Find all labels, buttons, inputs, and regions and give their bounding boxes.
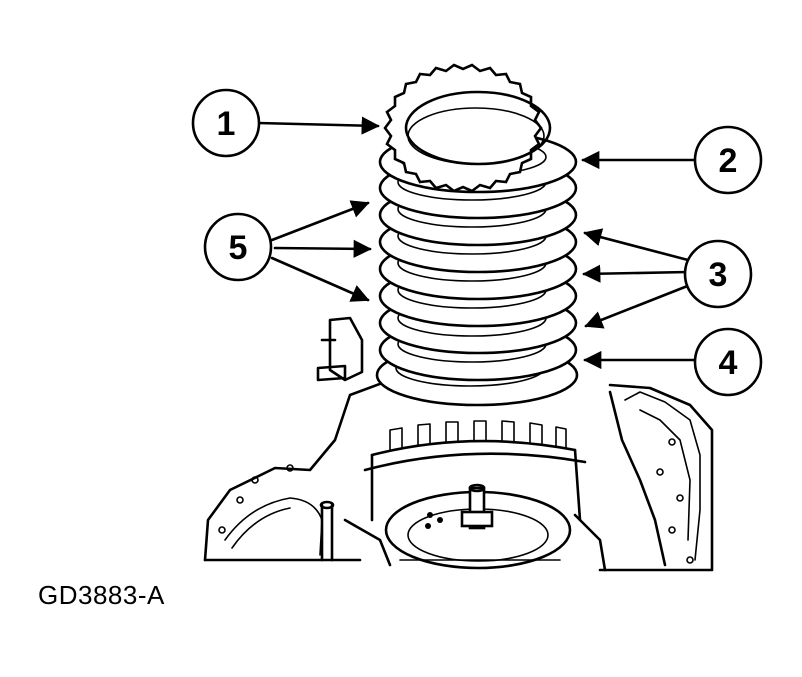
- leader-lines: [256, 116, 697, 370]
- callout-1-label: 1: [217, 105, 236, 143]
- callout-2-circle: [693, 125, 763, 195]
- callout-3-circle: [683, 239, 753, 309]
- leader-3a: [583, 228, 690, 262]
- callout-3: 3: [683, 239, 753, 309]
- callout-2-label: 2: [719, 142, 738, 180]
- leader-5c: [270, 256, 370, 302]
- callout-4: 4: [693, 327, 763, 397]
- callout-1: 1: [191, 88, 261, 158]
- callout-3-label: 3: [709, 256, 728, 294]
- leader-1: [256, 116, 380, 135]
- pressure-plate-toothed: [383, 63, 552, 193]
- callout-1-circle: [191, 88, 261, 158]
- callout-5-label: 5: [229, 229, 248, 267]
- callout-4-circle: [693, 327, 763, 397]
- callout-2: 2: [693, 125, 763, 195]
- callout-4-label: 4: [719, 344, 738, 382]
- callout-5-circle: [203, 212, 273, 282]
- leader-5a: [270, 200, 370, 242]
- leader-3b: [582, 264, 690, 283]
- transmission-case: [203, 316, 714, 572]
- clutch-plate-stack: [375, 63, 579, 407]
- callout-5: 5: [203, 212, 273, 282]
- leader-3c: [584, 283, 692, 329]
- leader-5b: [273, 239, 372, 258]
- figure-id-label: GD3883-A: [38, 580, 165, 610]
